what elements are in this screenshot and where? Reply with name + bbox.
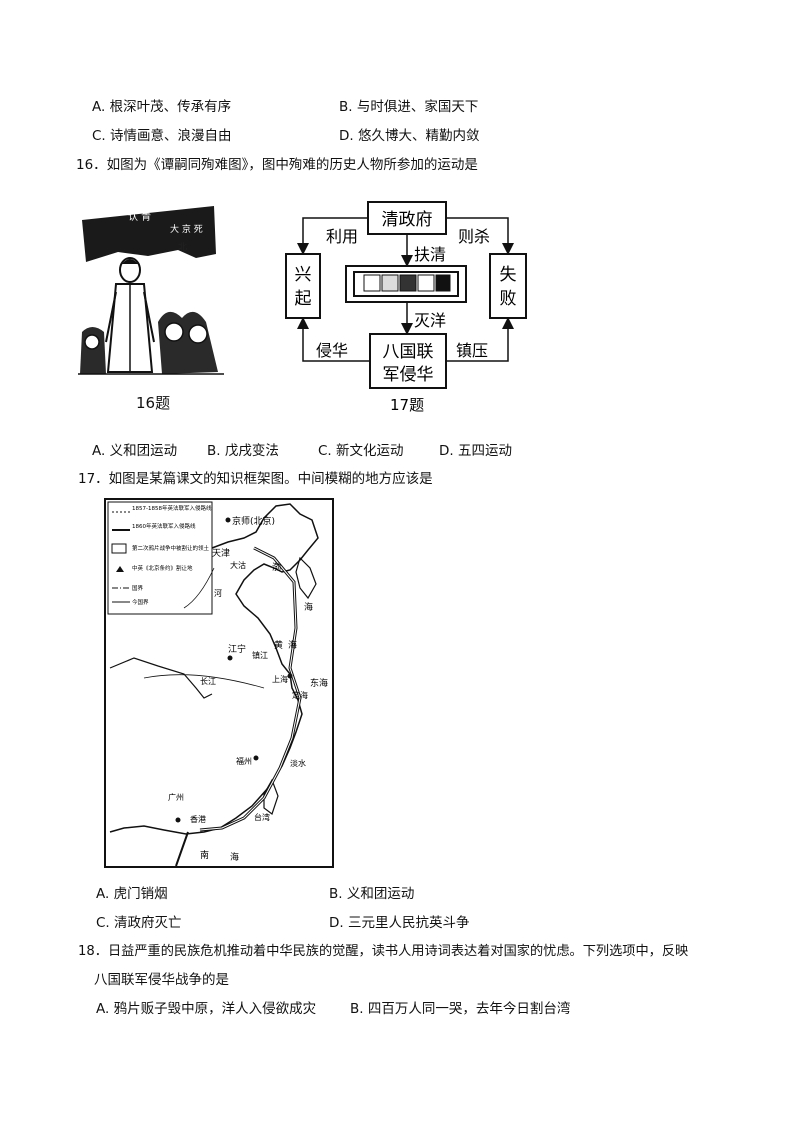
figure-17-diagram: 清政府 兴 起 失 败 八国联 军侵华 利用 则杀 扶清 灭洋 侵华 镇压 [282,196,532,418]
legend-1: 1857-1858年英法联军入侵路线 [132,504,212,512]
place-tianjin: 天津 [212,548,230,559]
place-changjiang: 长江 [200,676,216,686]
q18-option-a[interactable]: A. 鸦片贩子毁中原，洋人入侵欲成灾 [96,1001,317,1017]
q16-stem: 16．如图为《谭嗣同殉难图》，图中殉难的历史人物所参加的运动是 [76,157,478,173]
place-hai-1: 海 [304,601,313,613]
q16-option-c[interactable]: C. 新文化运动 [318,443,404,459]
q17-option-d[interactable]: D. 三元里人民抗英斗争 [329,915,470,931]
place-hai-2: 海 [288,639,297,651]
place-fuzhou: 福州 [236,757,252,766]
legend-6: 今国界 [132,598,149,606]
portrait-illustration: 认 青 大 京 死 北 16题 [78,192,228,417]
box-right-label-2: 败 [500,289,517,309]
legend-4: 中英《北京条约》割让地 [132,564,193,572]
figure-16-portrait: 认 青 大 京 死 北 16题 [78,192,228,417]
q17-option-b[interactable]: B. 义和团运动 [329,886,415,902]
box-top-label: 清政府 [382,210,433,230]
place-guangzhou: 广州 [168,792,184,802]
place-taiwan: 台湾 [254,812,270,822]
knowledge-framework-diagram: 清政府 兴 起 失 败 八国联 军侵华 利用 则杀 扶清 灭洋 侵华 镇压 [285,201,527,414]
q17-stem: 17．如图是某篇课文的知识框架图。中间模糊的地方应该是 [78,471,433,487]
place-zhenjiang: 镇江 [252,650,268,660]
place-bo: 渤 [272,561,281,573]
place-danshui: 淡水 [290,758,306,768]
place-jiangning: 江宁 [228,643,246,655]
figure-map: 1857-1858年英法联军入侵路线 1860年英法联军入侵路线 第二次鸦片战争… [104,498,334,868]
place-hai-3: 海 [230,851,239,863]
figure-17-caption: 17题 [390,396,424,414]
q16-option-a[interactable]: A. 义和团运动 [92,443,178,459]
box-right-label-1: 失 [500,265,517,285]
svg-text:认 青: 认 青 [128,210,151,223]
q15-option-d[interactable]: D. 悠久博大、精勤内敛 [339,128,480,144]
place-shanghai: 上海 [272,674,288,684]
q18-stem-line2: 八国联军侵华战争的是 [94,972,229,988]
svg-text:北: 北 [178,242,187,253]
place-donghai: 东海 [310,677,328,689]
q15-option-b[interactable]: B. 与时俱进、家国天下 [339,99,479,115]
q17-option-a[interactable]: A. 虎门销烟 [96,886,168,902]
place-xianggang: 香港 [190,814,206,824]
label-mie-yang: 灭洋 [414,311,446,330]
box-left-label-2: 起 [295,289,312,309]
q15-option-c[interactable]: C. 诗情画意、浪漫自由 [92,128,232,144]
legend-5: 国界 [132,585,144,592]
q17-option-c[interactable]: C. 清政府灭亡 [96,915,182,931]
box-bottom-label-1: 八国联 [383,342,434,362]
place-nan: 南 [200,849,209,861]
label-invade: 侵华 [316,341,348,360]
place-he: 河 [214,588,222,598]
label-suppress: 镇压 [456,341,488,360]
svg-text:大 京 死: 大 京 死 [170,223,203,235]
legend-2: 1860年英法联军入侵路线 [132,522,196,530]
box-left-label-1: 兴 [295,265,312,285]
label-kill: 则杀 [458,227,490,246]
legend-3: 第二次鸦片战争中被割让的领土 [132,544,210,552]
q18-stem-line1: 18．日益严重的民族危机推动着中华民族的觉醒，读书人用诗词表达着对国家的忧虑。下… [78,944,689,959]
label-fu-qing: 扶清 [414,245,446,264]
map-second-opium-war: 1857-1858年英法联军入侵路线 1860年英法联军入侵路线 第二次鸦片战争… [104,498,334,868]
q16-option-d[interactable]: D. 五四运动 [439,443,512,459]
figure-16-caption: 16题 [136,394,170,412]
q16-option-b[interactable]: B. 戊戌变法 [207,443,279,459]
place-jingshi: 京师(北京) [232,515,275,527]
q15-option-a[interactable]: A. 根深叶茂、传承有序 [92,99,232,115]
q18-option-b[interactable]: B. 四百万人同一哭，去年今日割台湾 [350,1001,571,1017]
label-use: 利用 [326,227,358,246]
place-huang: 黄 [274,639,283,651]
place-dagu: 大沽 [230,560,246,570]
place-dinghai: 定海 [292,690,308,700]
box-bottom-label-2: 军侵华 [383,365,434,385]
